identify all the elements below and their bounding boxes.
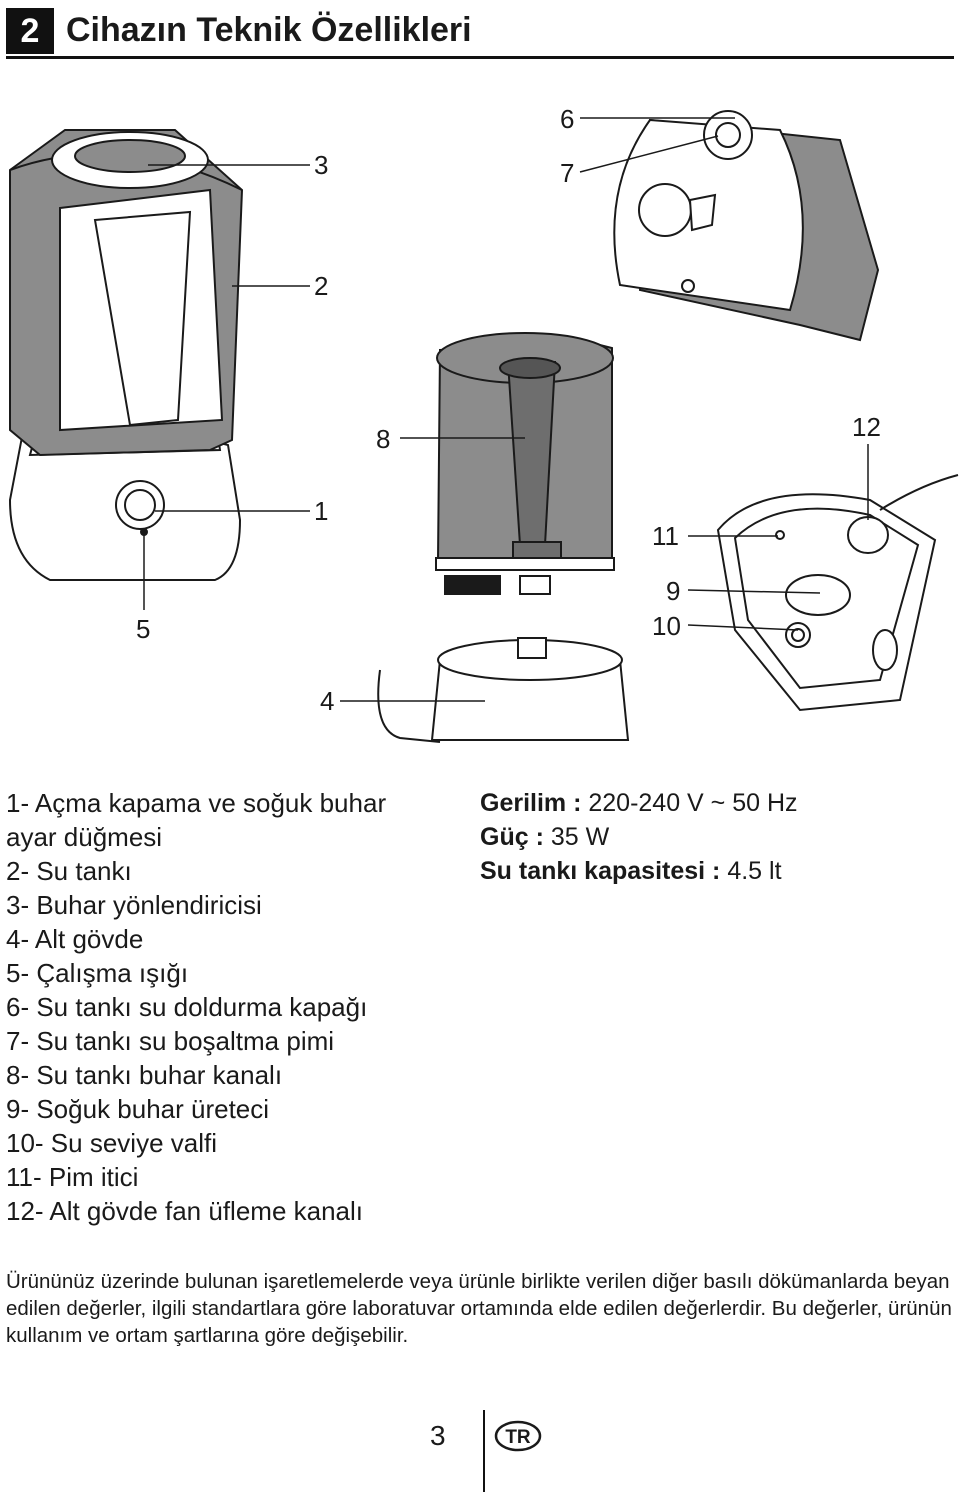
parts-item: 5- Çalışma ışığı	[6, 958, 189, 988]
language-code: TR	[505, 1427, 531, 1448]
parts-item: 3- Buhar yönlendiricisi	[6, 890, 262, 920]
parts-item: 12- Alt gövde fan üfleme kanalı	[6, 1196, 364, 1226]
disclaimer-text: Ürününüz üzerinde bulunan işaretlemelerd…	[6, 1270, 952, 1347]
callout-leader-lines	[143, 117, 869, 702]
callout-7: 7	[560, 158, 574, 188]
section-header: 2 Cihazın Teknik Özellikleri	[6, 4, 954, 59]
parts-item: 7- Su tankı su boşaltma pimi	[6, 1026, 335, 1056]
spec-voltage: Gerilim : 220-240 V ~ 50 Hz	[480, 786, 798, 820]
assembled-humidifier-illustration	[8, 129, 244, 581]
callout-11: 11	[652, 521, 679, 551]
spec-voltage-label: Gerilim :	[480, 789, 582, 817]
spec-power-value: 35 W	[543, 823, 610, 851]
parts-item: 2- Su tankı	[6, 856, 132, 886]
callout-2: 2	[314, 271, 328, 301]
lower-body-illustration	[377, 637, 630, 743]
parts-item: ayar düğmesi	[6, 822, 163, 852]
callout-9: 9	[666, 576, 680, 606]
callout-8: 8	[376, 424, 390, 454]
callout-6: 6	[560, 104, 574, 134]
section-title: Cihazın Teknik Özellikleri	[66, 11, 472, 49]
callout-10: 10	[652, 611, 681, 641]
language-badge-icon: TR	[494, 1420, 542, 1452]
parts-item: 9- Soğuk buhar üreteci	[6, 1094, 270, 1124]
header-rule	[6, 56, 954, 59]
page-number: 3	[430, 1420, 446, 1451]
spec-voltage-value: 220-240 V ~ 50 Hz	[581, 789, 798, 817]
parts-item: 10- Su seviye valfi	[6, 1128, 217, 1158]
parts-list: 1- Açma kapama ve soğuk buhar ayar düğme…	[6, 786, 386, 1228]
tank-rear-illustration	[613, 110, 880, 342]
section-number: 2	[6, 8, 54, 54]
callout-12: 12	[852, 412, 881, 442]
parts-item: 6- Su tankı su doldurma kapağı	[6, 992, 368, 1022]
parts-item: 11- Pim itici	[6, 1162, 139, 1192]
callout-3: 3	[314, 150, 328, 180]
callout-1: 1	[314, 496, 328, 526]
spec-capacity-value: 4.5 lt	[720, 857, 782, 885]
spec-power-label: Güç :	[480, 823, 544, 851]
parts-item: 4- Alt gövde	[6, 924, 144, 954]
callout-4: 4	[320, 686, 334, 716]
callout-5: 5	[136, 614, 150, 644]
spec-power: Güç : 35 W	[480, 820, 798, 854]
parts-item: 1- Açma kapama ve soğuk buhar	[6, 788, 387, 818]
base-top-illustration	[716, 474, 959, 712]
product-diagram: 1 2 3 4 5 6 7 8 9 10 11 12	[8, 104, 959, 743]
technical-specs: Gerilim : 220-240 V ~ 50 Hz Güç : 35 W S…	[480, 786, 798, 888]
spec-capacity: Su tankı kapasitesi : 4.5 lt	[480, 854, 798, 888]
spec-capacity-label: Su tankı kapasitesi :	[480, 857, 721, 885]
parts-item: 8- Su tankı buhar kanalı	[6, 1060, 283, 1090]
water-tank-illustration	[435, 332, 615, 595]
footer-divider	[483, 1410, 485, 1492]
